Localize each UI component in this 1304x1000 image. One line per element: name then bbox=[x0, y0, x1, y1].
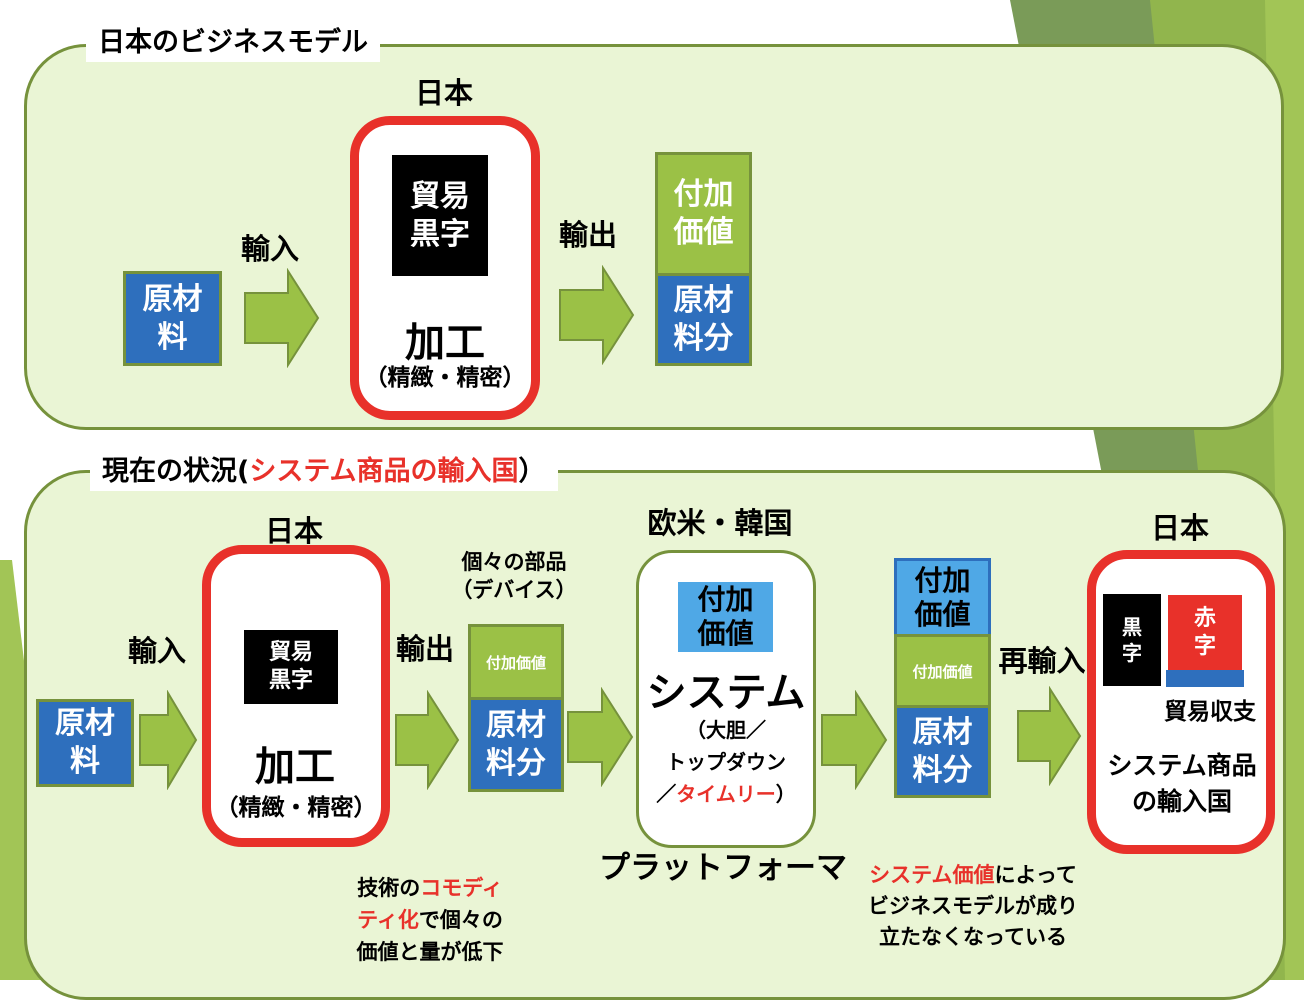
section-title-business-model: 日本のビジネスモデル bbox=[86, 24, 380, 62]
deficit-bar-blue bbox=[1166, 670, 1244, 687]
system-sub-line-3: ／タイムリー） bbox=[636, 778, 816, 807]
japan-label-left: 日本 bbox=[264, 514, 323, 548]
system-to-stack-arrow bbox=[821, 690, 888, 790]
parts-added-value-box: 付加価値 bbox=[468, 624, 564, 700]
system-frame bbox=[636, 550, 816, 848]
processing-sub-label: （精緻・精密） bbox=[364, 365, 526, 391]
title-prefix: 現在の状況( bbox=[102, 456, 250, 487]
stack-raw-share-box: 原材 料分 bbox=[894, 705, 991, 798]
commodity-note-red-1: コモディ bbox=[420, 876, 503, 900]
commodity-note-red-2: ティ化 bbox=[357, 908, 419, 932]
import-arrow bbox=[244, 268, 320, 368]
export-label-2: 輸出 bbox=[395, 632, 454, 666]
platform-label: プラットフォーマ bbox=[599, 850, 847, 886]
system-note-line-2: ビジネスモデルが成り bbox=[868, 894, 1078, 918]
commodity-note-line-1: 技術のコモディ bbox=[330, 872, 530, 904]
title-suffix: ） bbox=[518, 456, 546, 487]
system-note-red: システム価値 bbox=[869, 863, 995, 887]
export-label: 輸出 bbox=[558, 218, 617, 252]
raw-material-box: 原材 料 bbox=[123, 271, 222, 366]
commodity-note-text-2: で個々の bbox=[418, 908, 503, 932]
trade-surplus-box-2: 貿易 黒字 bbox=[244, 630, 338, 704]
raw-material-box-2: 原材 料 bbox=[36, 699, 134, 787]
parts-raw-share-box: 原材 料分 bbox=[468, 697, 564, 792]
import-label: 輸入 bbox=[240, 232, 299, 266]
commodity-note-text-1: 技術の bbox=[357, 876, 421, 900]
system-value-note: システム価値によって ビジネスモデルが成り 立たなくなっている bbox=[848, 860, 1098, 953]
importer-label: システム商品 の輸入国 bbox=[1107, 751, 1257, 816]
reimport-label: 再輸入 bbox=[998, 644, 1086, 678]
stack-added-value-mid-box: 付加価値 bbox=[894, 634, 991, 708]
processing-label-2: 加工 bbox=[255, 744, 335, 790]
system-note-line-1: システム価値によって bbox=[848, 860, 1098, 891]
section-title-current-situation: 現在の状況(システム商品の輸入国） bbox=[90, 453, 558, 491]
commodity-note-line-2: ティ化で個々の bbox=[330, 904, 530, 936]
import-label-2: 輸入 bbox=[127, 634, 186, 668]
commodity-note: 技術のコモディ ティ化で個々の 価値と量が低下 bbox=[330, 872, 530, 968]
system-sub-3-prefix: ／ bbox=[656, 782, 677, 806]
japan-label: 日本 bbox=[414, 76, 473, 110]
system-added-value-box: 付加 価値 bbox=[678, 582, 773, 652]
trade-balance-label: 貿易収支 bbox=[1164, 699, 1256, 725]
trade-surplus-box: 貿易 黒字 bbox=[392, 155, 488, 276]
export-arrow bbox=[559, 265, 635, 365]
processing-sub-label-2: （精緻・精密） bbox=[215, 795, 377, 821]
parts-to-system-arrow bbox=[567, 687, 634, 787]
west-korea-label: 欧米・韓国 bbox=[647, 506, 793, 540]
system-note-line-3: 立たなくなっている bbox=[879, 925, 1067, 949]
reimport-arrow bbox=[1017, 686, 1082, 786]
import-arrow-2 bbox=[139, 690, 198, 790]
stack-added-value-top-box: 付加 価値 bbox=[894, 558, 991, 638]
added-value-box: 付加 価値 bbox=[655, 152, 752, 276]
system-note-text-1: によって bbox=[994, 863, 1077, 887]
business-model-panel bbox=[24, 44, 1284, 430]
raw-material-share-box: 原材 料分 bbox=[655, 273, 752, 366]
parts-label: 個々の部品 （デバイス） bbox=[451, 550, 577, 602]
deficit-bar: 赤 字 bbox=[1162, 595, 1244, 687]
title-highlight: システム商品の輸入国 bbox=[249, 456, 519, 487]
surplus-bar: 黒 字 bbox=[1103, 594, 1161, 686]
commodity-note-line-3: 価値と量が低下 bbox=[356, 940, 504, 964]
japan-label-right: 日本 bbox=[1150, 511, 1209, 545]
system-sub-3-suffix: ） bbox=[775, 782, 796, 806]
processing-label: 加工 bbox=[405, 320, 485, 366]
export-arrow-2 bbox=[395, 690, 460, 790]
system-sub-3-red: タイムリー bbox=[676, 782, 776, 806]
deficit-bar-red: 赤 字 bbox=[1168, 595, 1242, 670]
processing-frame-2 bbox=[202, 545, 390, 847]
system-label: システム bbox=[646, 670, 806, 716]
system-sub-line-1: （大胆／ bbox=[686, 718, 766, 742]
system-sub-line-2: トップダウン bbox=[666, 750, 786, 774]
